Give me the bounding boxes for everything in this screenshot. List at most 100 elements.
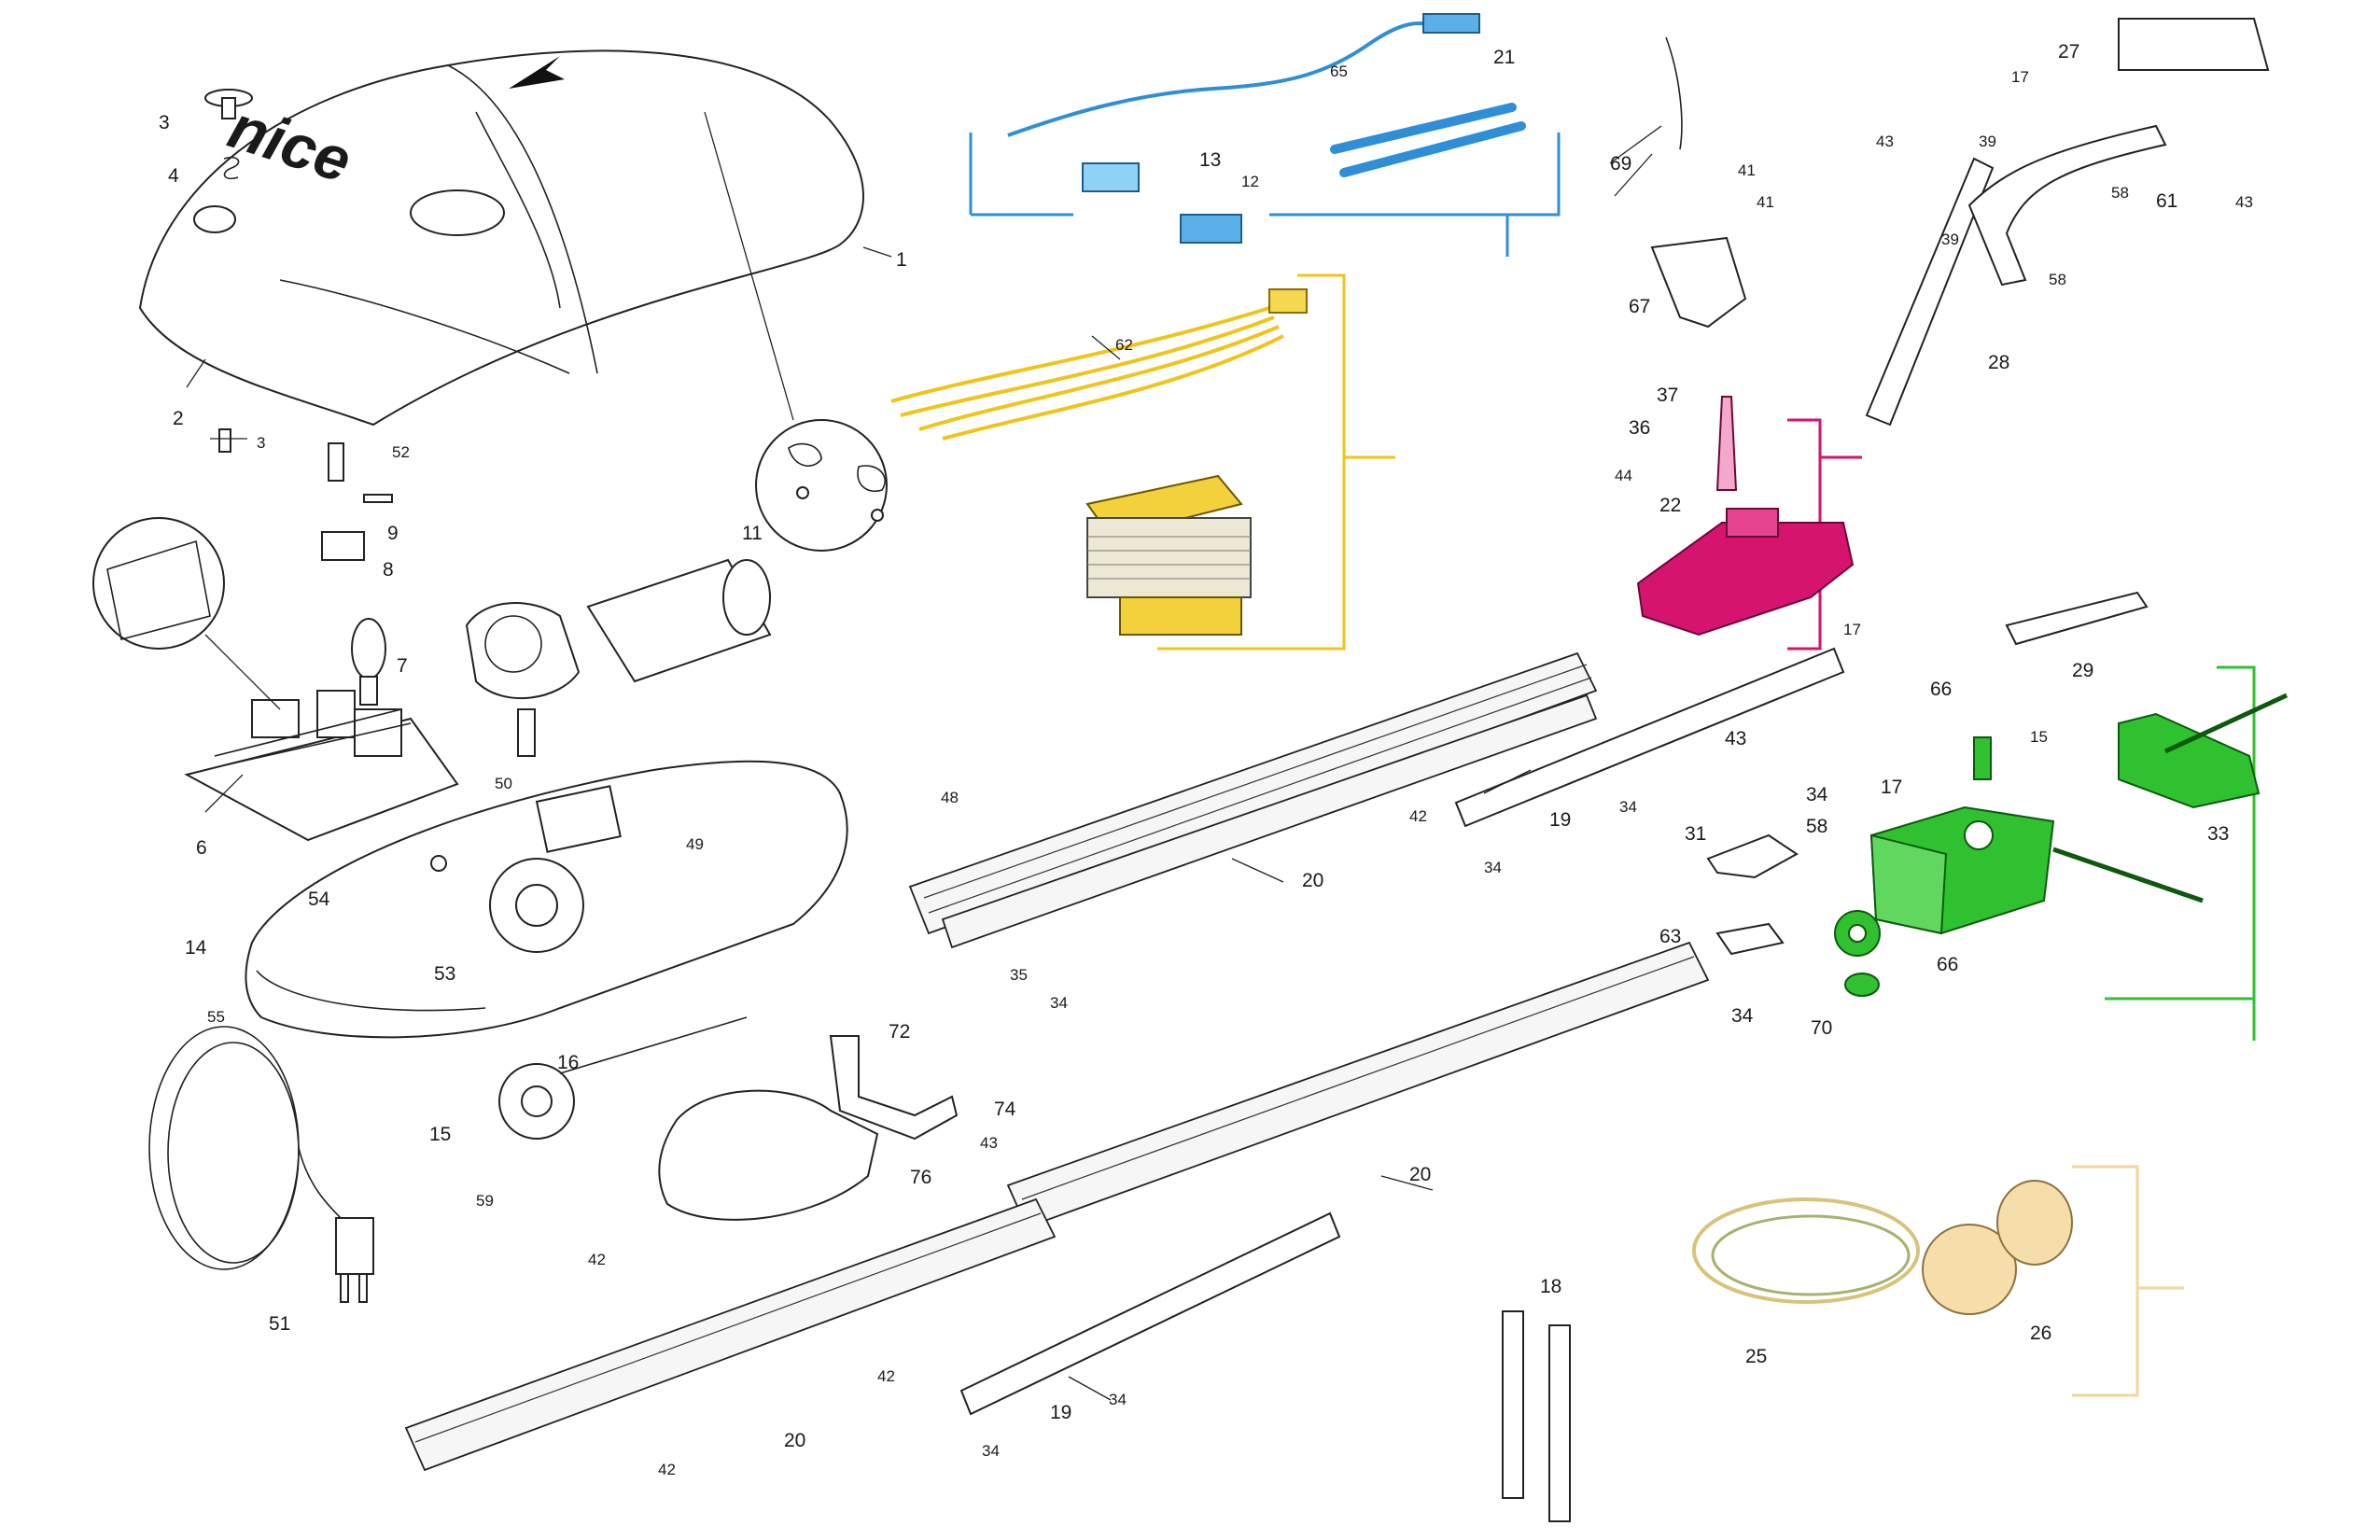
callout-65: 65 <box>1330 63 1348 80</box>
callout-39a: 39 <box>1979 133 1996 150</box>
callout-27: 27 <box>2058 41 2079 63</box>
callout-29: 29 <box>2072 660 2093 681</box>
bulb-icon <box>351 618 386 706</box>
shoe-29 <box>2005 591 2149 646</box>
sprocket-icon <box>498 1016 748 1140</box>
callout-42a: 42 <box>1409 807 1427 825</box>
lower-rail-2 <box>404 1197 1057 1472</box>
callout-53: 53 <box>434 963 455 985</box>
callout-51: 51 <box>269 1313 290 1335</box>
callout-36: 36 <box>1629 417 1650 439</box>
callout-66a: 66 <box>1930 679 1952 700</box>
callout-55: 55 <box>207 1008 225 1026</box>
lower-rail-1 <box>1006 941 1710 1229</box>
upper-rail <box>908 651 1598 949</box>
callout-42d: 42 <box>658 1461 676 1478</box>
callout-21: 21 <box>1493 47 1515 68</box>
callout-70: 70 <box>1811 1017 1832 1039</box>
release-group-tan <box>1692 1165 2184 1397</box>
callout-34d: 34 <box>1806 784 1828 805</box>
callout-58a: 58 <box>1806 816 1827 837</box>
callout-34b: 34 <box>1484 859 1502 876</box>
callout-19a: 19 <box>1549 809 1571 831</box>
callout-17b: 17 <box>1843 621 1861 638</box>
motor-icon <box>465 558 772 757</box>
callout-labels: 1 2 3 3 4 6 7 8 9 11 12 13 14 15 15 16 1… <box>159 41 2253 1478</box>
callout-67: 67 <box>1629 296 1650 317</box>
callout-34e: 34 <box>1731 1005 1754 1027</box>
callout-74: 74 <box>994 1099 1016 1120</box>
callout-35: 35 <box>1010 966 1028 984</box>
small-switches <box>321 442 393 561</box>
power-cable <box>148 1026 346 1270</box>
callout-43b: 43 <box>1876 133 1894 150</box>
transformer-icon <box>1085 474 1252 636</box>
guard-76 <box>658 1089 879 1221</box>
callout-22: 22 <box>1659 495 1681 516</box>
callout-72: 72 <box>889 1021 910 1043</box>
callout-50: 50 <box>495 775 512 792</box>
motor-cover: nice <box>138 49 864 427</box>
door-arm <box>1865 18 2270 427</box>
base-plate <box>245 760 848 1039</box>
callout-34a: 34 <box>1619 798 1637 816</box>
callout-7: 7 <box>397 655 408 677</box>
perforated-bar-lower <box>959 1211 1341 1416</box>
callout-1: 1 <box>896 249 907 271</box>
callout-41b: 41 <box>1757 193 1774 211</box>
callout-26: 26 <box>2030 1323 2051 1344</box>
callout-43d: 43 <box>980 1134 998 1152</box>
callout-66b: 66 <box>1937 954 1958 975</box>
callout-2: 2 <box>173 408 184 429</box>
callout-17c: 17 <box>1881 777 1902 798</box>
callout-42b: 42 <box>588 1251 606 1268</box>
callout-13: 13 <box>1199 149 1221 171</box>
callout-42c: 42 <box>877 1367 895 1385</box>
callout-6: 6 <box>196 837 207 859</box>
power-plug-icon <box>335 1217 374 1303</box>
callout-58c: 58 <box>2049 271 2066 288</box>
callout-15b: 15 <box>2030 728 2048 746</box>
callout-28: 28 <box>1988 352 2009 373</box>
callout-76: 76 <box>910 1167 931 1188</box>
callout-20b: 20 <box>1409 1164 1431 1185</box>
callout-20c: 20 <box>784 1430 805 1451</box>
callout-3a: 3 <box>159 112 170 133</box>
callout-52: 52 <box>392 443 410 461</box>
callout-3b: 3 <box>257 434 265 452</box>
callout-17a: 17 <box>2011 68 2029 86</box>
callout-8: 8 <box>383 559 394 581</box>
callout-44: 44 <box>1615 467 1632 484</box>
callout-31: 31 <box>1685 823 1706 845</box>
callout-34g: 34 <box>982 1442 1000 1460</box>
trolley-group-green <box>1834 665 2289 1041</box>
callout-69: 69 <box>1610 153 1631 175</box>
callout-43c: 43 <box>2235 193 2253 211</box>
callout-20a: 20 <box>1302 870 1323 891</box>
callout-43a: 43 <box>1725 728 1746 749</box>
hanger-bracket <box>1650 36 1747 329</box>
callout-48: 48 <box>941 789 959 806</box>
callout-49: 49 <box>686 835 704 853</box>
callout-59: 59 <box>476 1192 494 1210</box>
wiring-group-blue <box>969 13 1561 257</box>
perforated-bar-upper <box>1454 647 1845 828</box>
callout-25: 25 <box>1745 1346 1767 1367</box>
wiring-group-yellow <box>890 273 1395 651</box>
callout-15a: 15 <box>429 1124 451 1145</box>
callout-39b: 39 <box>1941 231 1959 248</box>
bracket-72 <box>829 1035 959 1141</box>
callout-33: 33 <box>2207 823 2229 845</box>
callout-54: 54 <box>308 889 330 910</box>
mount-bracket <box>1706 833 1799 956</box>
callout-63: 63 <box>1659 926 1681 947</box>
leader-lines <box>186 125 1662 1401</box>
cap-screw <box>204 89 253 453</box>
callout-58b: 58 <box>2111 184 2129 202</box>
callout-9: 9 <box>387 523 399 544</box>
callout-61: 61 <box>2156 190 2177 212</box>
callout-62: 62 <box>1115 336 1133 354</box>
callout-37: 37 <box>1657 385 1678 406</box>
callout-16: 16 <box>557 1052 579 1073</box>
